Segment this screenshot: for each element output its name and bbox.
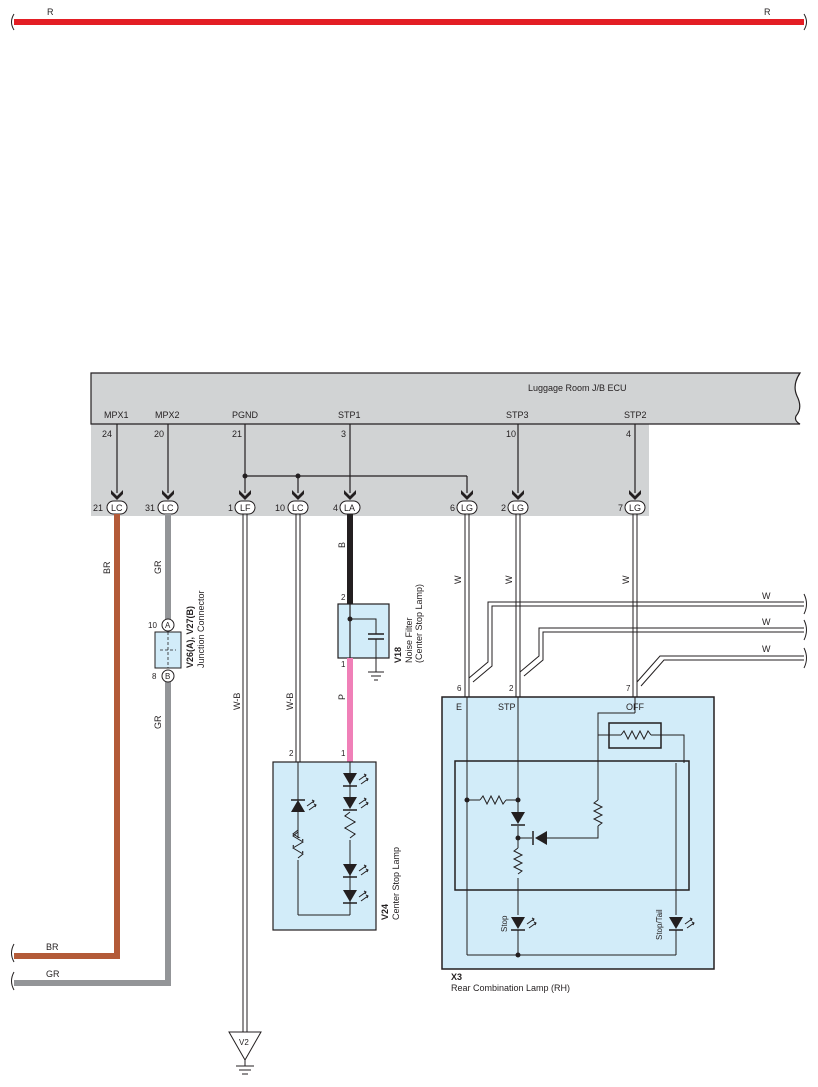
ecu-pin-mpx1: MPX1 xyxy=(104,410,129,420)
p-wire-label: P xyxy=(337,694,347,700)
wb-ground-wire: W-B V2 xyxy=(228,514,262,1075)
stoptail-led-label: Stop/Tail xyxy=(655,909,664,940)
w-wire-label-2: W xyxy=(504,575,514,584)
center-lamp-pin-right: 1 xyxy=(341,749,346,758)
junction-pin-b: B xyxy=(165,672,170,681)
top-red-wire: R R xyxy=(11,7,807,31)
wb-lamp-wire-label: W-B xyxy=(285,693,295,710)
noise-filter-name-1: Noise Filter xyxy=(404,617,414,663)
right-w-label-2: W xyxy=(762,617,771,627)
gr-wire: GR GR GR xyxy=(11,514,171,991)
conn-num-7: 2 xyxy=(501,503,506,513)
conn-num-2: 31 xyxy=(145,503,155,513)
b-wire-label: B xyxy=(337,542,347,548)
wb-wire-label: W-B xyxy=(232,693,242,710)
ecu-pin-num-4: 4 xyxy=(626,429,631,439)
conn-code-1: LC xyxy=(111,503,123,513)
conn-num-5: 4 xyxy=(333,503,338,513)
br-wire-label: BR xyxy=(102,561,112,574)
junction-pin-b-num: 8 xyxy=(152,672,157,681)
rear-lamp-name: Rear Combination Lamp (RH) xyxy=(451,983,570,993)
junction-name: Junction Connector xyxy=(196,590,206,668)
junction-connector: A B 10 8 V26(A), V27(B) Junction Connect… xyxy=(148,590,206,683)
gr-wire-label: GR xyxy=(153,560,163,574)
ecu-pin-num-20: 20 xyxy=(154,429,164,439)
br-wire: BR BR xyxy=(11,514,120,963)
gr-wire-label-2: GR xyxy=(153,715,163,729)
rear-lamp-pin-e: E xyxy=(456,702,462,712)
ecu-pin-stp2: STP2 xyxy=(624,410,647,420)
gr-wire-label-bottom: GR xyxy=(46,969,60,979)
ecu-connectors: LC LC LF LC LA LG LG LG 21 31 1 10 4 6 2… xyxy=(93,500,646,515)
ecu-pin-pgnd: PGND xyxy=(232,410,259,420)
stop-led-label: Stop xyxy=(500,915,509,932)
center-lamp-id: V24 xyxy=(380,904,390,920)
rear-lamp-pin-e-num: 6 xyxy=(457,684,462,693)
conn-code-4: LC xyxy=(292,503,304,513)
ecu-pin-num-3: 3 xyxy=(341,429,346,439)
junction-id: V26(A), V27(B) xyxy=(185,606,195,668)
ecu-pin-num-21: 21 xyxy=(232,429,242,439)
ecu-pin-num-24: 24 xyxy=(102,429,112,439)
conn-code-8: LG xyxy=(629,503,641,513)
conn-num-8: 7 xyxy=(618,503,623,513)
conn-code-7: LG xyxy=(512,503,524,513)
ecu-pin-num-10: 10 xyxy=(506,429,516,439)
conn-code-2: LC xyxy=(162,503,174,513)
rear-lamp-pin-stp-num: 2 xyxy=(509,684,514,693)
conn-num-1: 21 xyxy=(93,503,103,513)
ground-id: V2 xyxy=(239,1038,249,1047)
conn-code-6: LG xyxy=(461,503,473,513)
center-stop-lamp: V24 Center Stop Lamp xyxy=(272,761,401,931)
junction-pin-a: A xyxy=(165,621,171,630)
ecu-block: Luggage Room J/B ECU MPX1 MPX2 PGND STP1… xyxy=(90,372,802,516)
ecu-pin-mpx2: MPX2 xyxy=(155,410,180,420)
junction-pin-a-num: 10 xyxy=(148,621,157,630)
conn-code-5: LA xyxy=(344,503,355,513)
br-wire-label-bottom: BR xyxy=(46,942,59,952)
conn-num-4: 10 xyxy=(275,503,285,513)
rear-lamp-id: X3 xyxy=(451,972,462,982)
ecu-pin-stp1: STP1 xyxy=(338,410,361,420)
noise-filter-name-2: (Center Stop Lamp) xyxy=(414,584,424,663)
top-wire-label-left: R xyxy=(47,7,54,17)
rear-lamp-pin-stp: STP xyxy=(498,702,516,712)
right-w-label-3: W xyxy=(762,644,771,654)
top-wire-label-right: R xyxy=(764,7,771,17)
wb-lamp-wire: W-B 2 xyxy=(285,514,301,762)
center-lamp-name: Center Stop Lamp xyxy=(391,847,401,920)
w-wire-label-3: W xyxy=(621,575,631,584)
conn-num-3: 1 xyxy=(228,503,233,513)
noise-filter-pin-bottom: 1 xyxy=(341,660,346,669)
center-lamp-pin-left: 2 xyxy=(289,749,294,758)
w-wires xyxy=(464,514,807,697)
stp1-wire: B 2 1 V18 Noise Filter (Center Stop Lamp… xyxy=(337,514,424,762)
noise-filter-id: V18 xyxy=(393,647,403,663)
ecu-pin-stp3: STP3 xyxy=(506,410,529,420)
noise-filter-pin-top: 2 xyxy=(341,593,346,602)
rear-combination-lamp: 6 2 7 E STP OFF xyxy=(441,684,715,993)
ecu-name: Luggage Room J/B ECU xyxy=(528,383,627,393)
rear-lamp-pin-off-num: 7 xyxy=(626,684,631,693)
conn-num-6: 6 xyxy=(450,503,455,513)
right-w-label-1: W xyxy=(762,591,771,601)
conn-code-3: LF xyxy=(240,503,251,513)
w-wire-label-1: W xyxy=(453,575,463,584)
